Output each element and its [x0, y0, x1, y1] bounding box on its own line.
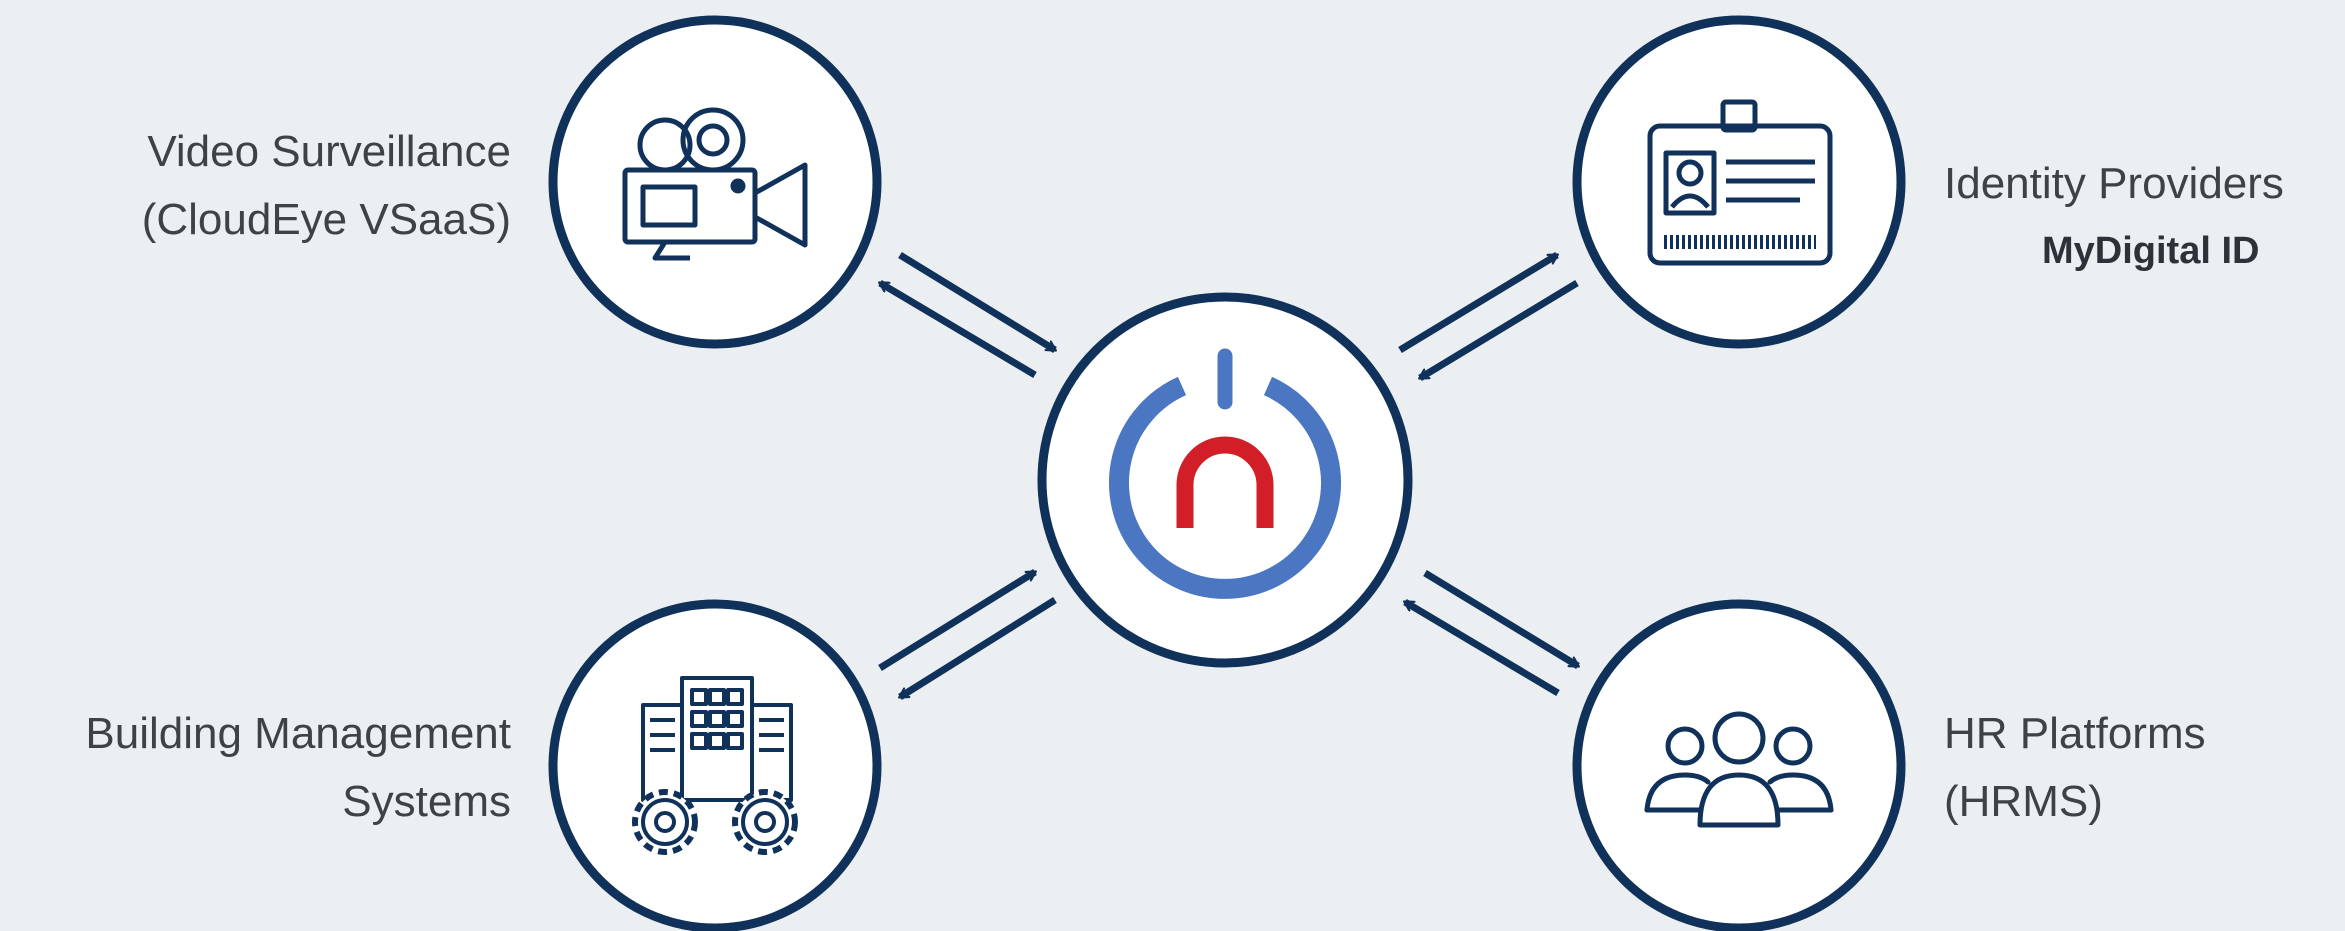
- id-badge-icon: [1647, 99, 1833, 266]
- arrow-center-to-video: [880, 279, 1037, 379]
- arrows-identity-center: [1398, 252, 1579, 381]
- building-label: Building Management Systems: [85, 700, 511, 836]
- power-logo-icon: [1109, 348, 1341, 599]
- center-circle: [1037, 292, 1413, 668]
- building-label-line1: Building Management: [85, 709, 511, 758]
- identity-label-line2: MyDigital ID: [2042, 230, 2260, 273]
- hr-label-line1: HR Platforms: [1944, 709, 2206, 758]
- video-circle: [548, 15, 882, 349]
- arrows-building-center: [878, 569, 1057, 700]
- hr-circle: [1572, 599, 1906, 931]
- arrows-video-center: [880, 252, 1055, 379]
- building-label-line2: Systems: [342, 777, 511, 827]
- arrows-hr-center: [1405, 570, 1578, 697]
- identity-label-line1: Identity Providers: [1944, 159, 2284, 208]
- identity-node: [1572, 15, 1906, 349]
- video-node: [548, 15, 882, 349]
- arrow-video-to-center: [898, 252, 1055, 353]
- building-node: [548, 599, 882, 931]
- arrow-center-to-hr: [1423, 570, 1578, 669]
- identity-label: Identity Providers MyDigital ID: [1944, 150, 2284, 281]
- people-group-icon: [1644, 711, 1834, 828]
- hr-label-line2: (HRMS): [1944, 777, 2103, 827]
- building-circle: [548, 599, 882, 931]
- arrow-building-to-center: [878, 569, 1035, 671]
- arrow-center-to-identity: [1398, 252, 1557, 353]
- video-camera-icon: [622, 107, 808, 261]
- arrow-hr-to-center: [1405, 598, 1560, 697]
- hr-label: HR Platforms (HRMS): [1944, 700, 2206, 836]
- video-label: Video Surveillance (CloudEye VSaaS): [142, 118, 511, 254]
- video-label-line2: (CloudEye VSaaS): [141, 195, 511, 245]
- arrow-identity-to-center: [1420, 280, 1579, 381]
- arrow-center-to-building: [900, 597, 1057, 700]
- building-gears-icon: [632, 676, 798, 855]
- hr-node: [1572, 599, 1906, 931]
- video-label-line1: Video Surveillance: [147, 127, 511, 176]
- center-hub: [1037, 292, 1413, 668]
